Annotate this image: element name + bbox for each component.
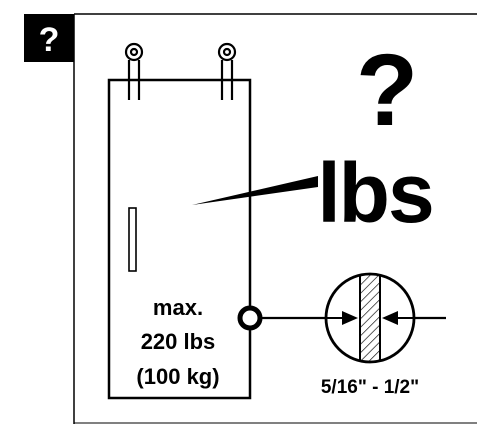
- track-size-label: 5/16" - 1/2": [321, 377, 419, 398]
- hanger-right: [217, 42, 237, 100]
- question-badge: ?: [24, 14, 74, 62]
- hanger-left: [124, 42, 144, 100]
- badge-symbol: ?: [39, 21, 60, 59]
- arrow-left-icon: [382, 311, 398, 325]
- door-handle: [128, 207, 137, 272]
- pointer-wedge: [192, 176, 318, 205]
- door-label-line1: max.: [153, 295, 203, 320]
- lbs-label: lbs: [317, 146, 432, 240]
- ring-icon: [237, 305, 263, 331]
- track-section: [324, 272, 416, 364]
- door-label-line2: 220 lbs: [141, 329, 216, 354]
- door-label-line3: (100 kg): [136, 364, 219, 389]
- big-question-mark: ?: [356, 33, 418, 147]
- arrow-right-icon: [342, 311, 358, 325]
